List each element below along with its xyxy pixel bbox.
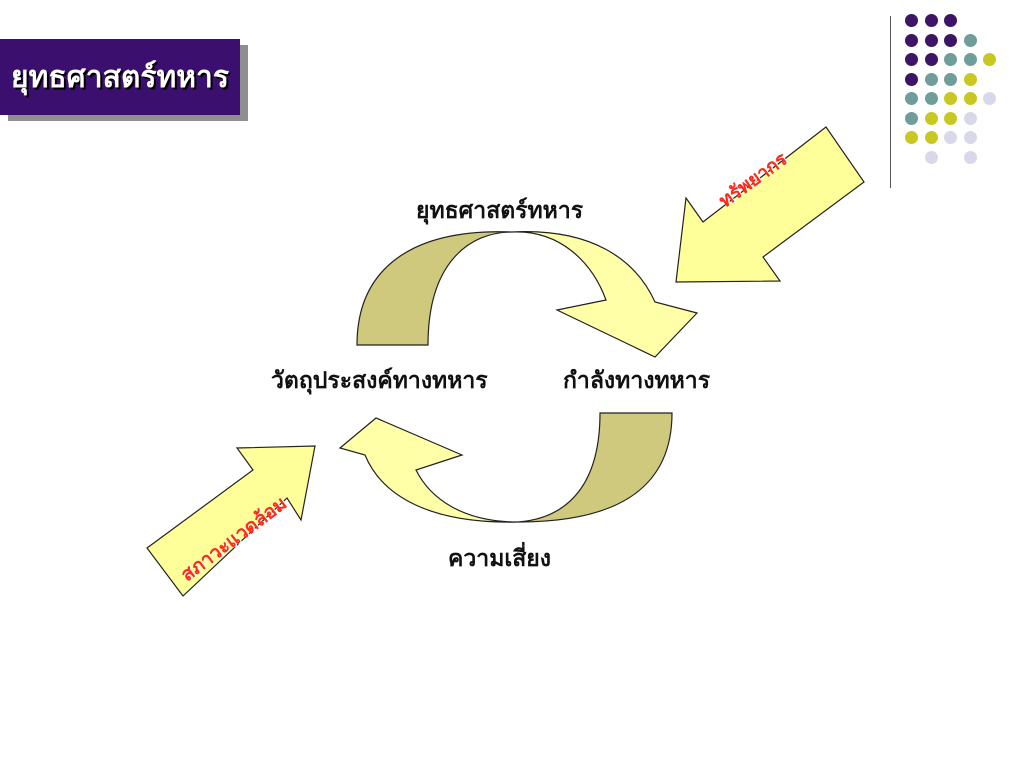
decorative-dot <box>905 131 918 144</box>
decorative-dot <box>924 14 938 27</box>
decorative-dot <box>944 92 957 105</box>
decorative-dot <box>924 131 938 144</box>
decorative-dot <box>924 33 938 47</box>
bottom-arc-light <box>338 417 519 523</box>
decorative-dot <box>963 131 977 144</box>
resources-arrow <box>675 126 865 283</box>
decorative-dot <box>905 53 918 66</box>
decorative-dot <box>944 53 957 66</box>
decorative-dot <box>924 92 938 105</box>
decorative-dot <box>963 111 977 125</box>
decorative-dot <box>944 131 957 144</box>
decorative-dot <box>944 33 957 47</box>
decorative-dot <box>963 33 977 47</box>
decorative-dot <box>924 111 938 125</box>
decorative-dot <box>944 72 957 86</box>
environment-arrow <box>146 445 316 597</box>
decorative-dot <box>905 92 918 105</box>
decorative-dot <box>905 33 918 47</box>
label-military-objectives: วัตถุประสงค์ทางทหาร <box>271 368 488 394</box>
title-box: ยุทธศาสตร์ทหาร <box>0 39 240 115</box>
top-cycle-arrow <box>356 231 699 358</box>
label-risk: ความเสี่ยง <box>448 546 551 572</box>
label-military-forces: กำลังทางทหาร <box>563 368 711 394</box>
decorative-dot <box>963 92 977 105</box>
decorative-dot <box>905 72 918 86</box>
decorative-dot <box>963 53 977 66</box>
decorative-dot <box>944 111 957 125</box>
bottom-cycle-arrow <box>338 412 673 523</box>
decorative-divider <box>890 16 891 188</box>
bottom-arc-dark <box>517 412 673 523</box>
decorative-dot <box>924 150 938 164</box>
decorative-dot <box>963 150 977 164</box>
decorative-dot <box>924 72 938 86</box>
decorative-dot <box>983 92 996 105</box>
slide-title: ยุทธศาสตร์ทหาร <box>11 59 229 95</box>
decorative-dot <box>963 72 977 86</box>
decorative-dot-grid <box>905 14 1015 164</box>
top-arc-light <box>511 231 699 358</box>
label-military-strategy: ยุทธศาสตร์ทหาร <box>416 198 584 224</box>
decorative-dot <box>905 111 918 125</box>
resources-arrow-shape <box>675 126 865 283</box>
environment-arrow-shape <box>146 445 316 597</box>
decorative-dot <box>924 53 938 66</box>
decorative-dot <box>905 14 918 27</box>
decorative-dot <box>983 53 996 66</box>
decorative-dot <box>944 14 957 27</box>
top-arc-dark <box>356 231 513 346</box>
